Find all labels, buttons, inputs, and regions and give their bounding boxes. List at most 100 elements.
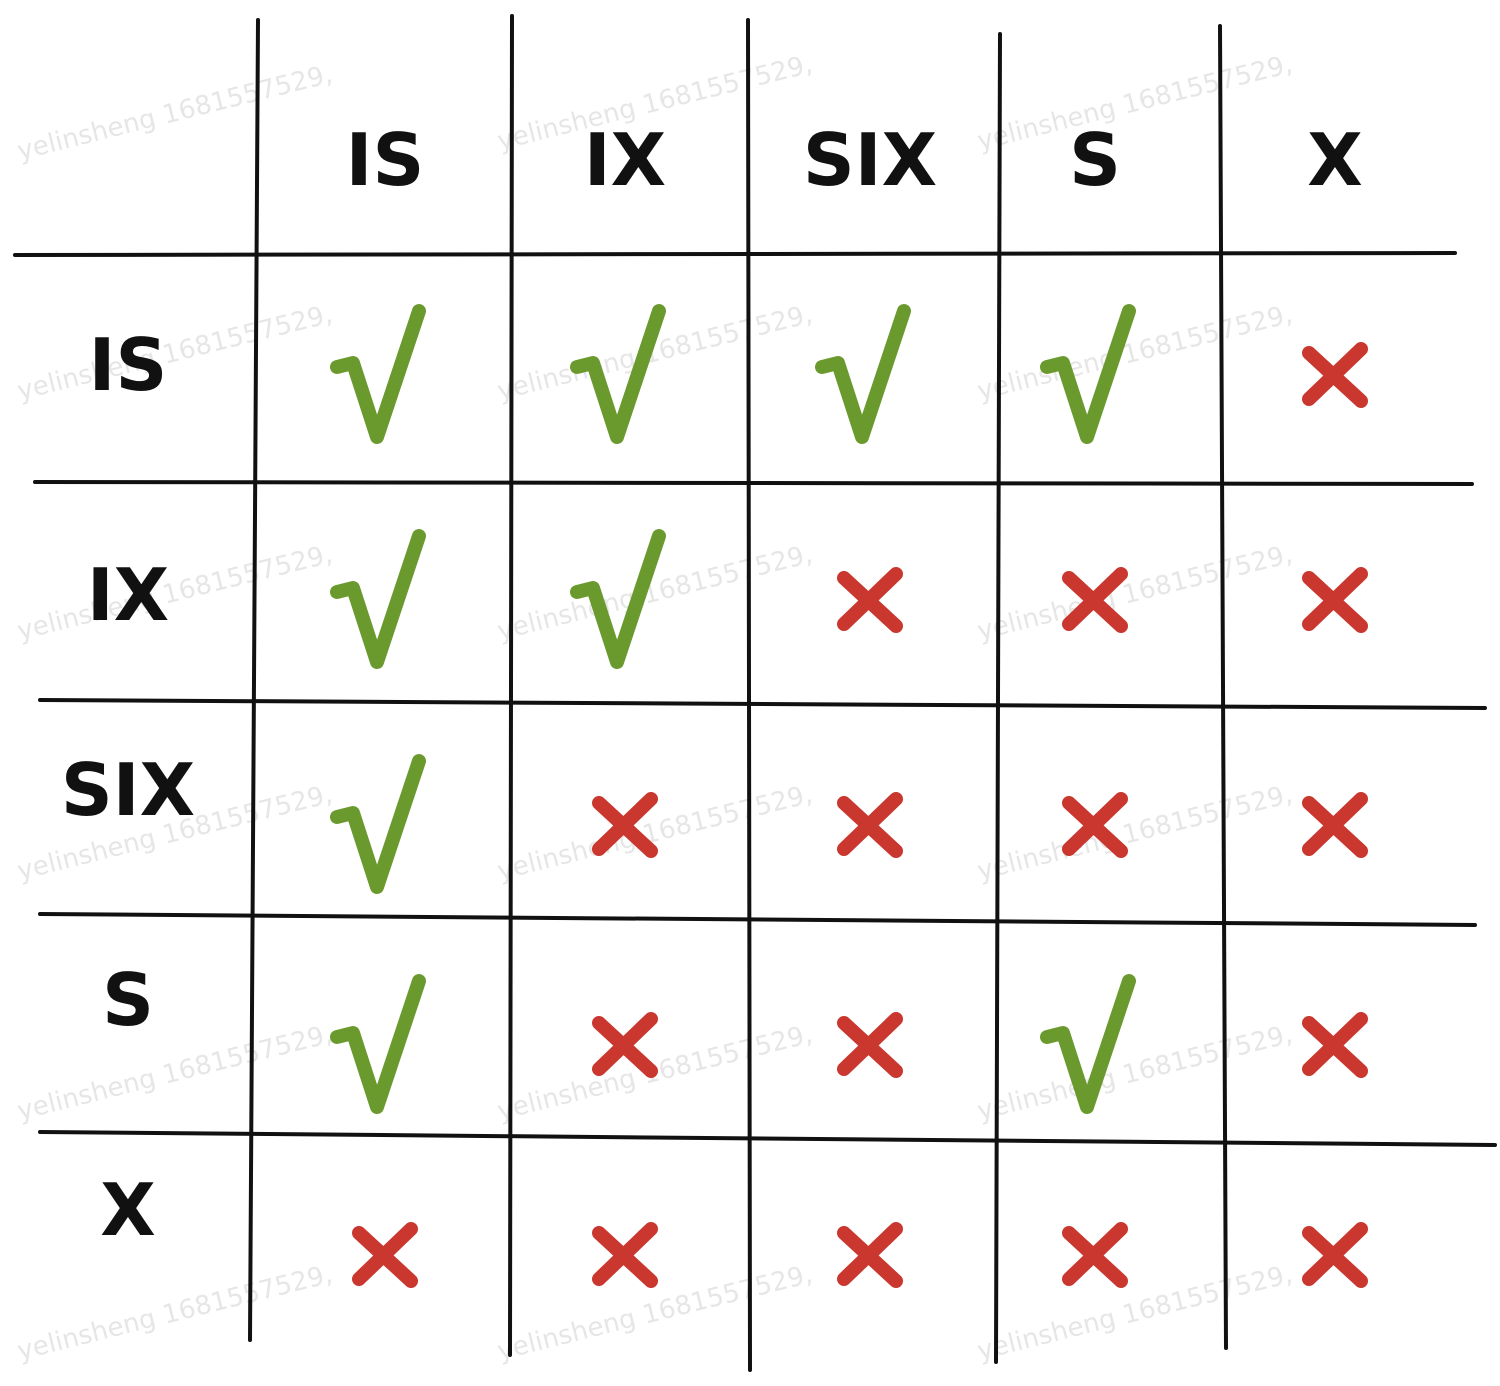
cross-icon xyxy=(837,792,903,858)
grid-line xyxy=(508,14,514,1357)
cross-stroke xyxy=(1302,792,1368,856)
watermark-text: yelinsheng 1681557529, xyxy=(974,1259,1295,1366)
matrix-cell xyxy=(592,1012,658,1078)
cross-icon xyxy=(1302,1012,1368,1078)
cross-stroke xyxy=(1302,1222,1368,1286)
row-header-is: IS xyxy=(89,323,168,407)
watermark-text: yelinsheng 1681557529, xyxy=(14,1259,335,1366)
watermark-text: yelinsheng 1681557529, xyxy=(974,1019,1295,1126)
cross-stroke xyxy=(837,567,903,631)
column-headers: IS IX SIX S X xyxy=(346,118,1363,202)
watermark-layer: yelinsheng 1681557529, yelinsheng 1681557… xyxy=(14,49,1295,1366)
matrix-cell xyxy=(352,1222,418,1288)
matrix-cell xyxy=(1302,342,1368,408)
matrix-cell xyxy=(330,974,426,1114)
matrix-cell xyxy=(570,304,666,444)
matrix-cell xyxy=(1062,567,1128,633)
matrix-cell xyxy=(592,792,658,858)
matrix-cell xyxy=(837,567,903,633)
matrix-cell xyxy=(1302,567,1368,633)
matrix-cell xyxy=(1302,792,1368,858)
cross-stroke xyxy=(837,792,903,856)
matrix-cells xyxy=(330,304,1368,1288)
grid-line xyxy=(13,251,1457,257)
check-icon xyxy=(815,304,911,444)
cross-icon xyxy=(1062,567,1128,633)
cross-stroke xyxy=(1062,567,1128,631)
cross-icon xyxy=(1302,567,1368,633)
matrix-cell xyxy=(1302,1012,1368,1078)
cross-icon xyxy=(1062,1222,1128,1288)
matrix-cell xyxy=(592,1222,658,1288)
watermark-text: yelinsheng 1681557529, xyxy=(14,299,335,406)
cross-icon xyxy=(1302,792,1368,858)
check-icon xyxy=(570,304,666,444)
cross-stroke xyxy=(1302,1012,1368,1076)
matrix-cell xyxy=(1040,974,1136,1114)
watermark-text: yelinsheng 1681557529, xyxy=(14,1019,335,1126)
column-header-ix: IX xyxy=(584,118,666,202)
watermark-text: yelinsheng 1681557529, xyxy=(974,779,1295,886)
matrix-cell xyxy=(570,529,666,669)
matrix-cell xyxy=(330,754,426,894)
matrix-cell xyxy=(815,304,911,444)
row-header-six: SIX xyxy=(61,748,195,832)
cross-stroke xyxy=(352,1222,418,1286)
cross-stroke xyxy=(1062,792,1128,856)
matrix-cell xyxy=(1062,1222,1128,1288)
check-icon xyxy=(1040,974,1136,1114)
column-header-x: X xyxy=(1307,118,1363,202)
matrix-cell xyxy=(837,1222,903,1288)
cross-icon xyxy=(592,1012,658,1078)
grid-line xyxy=(746,18,752,1372)
check-icon xyxy=(330,974,426,1114)
grid-line xyxy=(33,480,1474,486)
column-header-s: S xyxy=(1069,118,1121,202)
watermark-text: yelinsheng 1681557529, xyxy=(14,59,335,166)
grid-line xyxy=(38,912,1477,927)
matrix-cell xyxy=(1062,792,1128,858)
cross-icon xyxy=(1302,342,1368,408)
cross-stroke xyxy=(837,1222,903,1286)
grid-line xyxy=(38,1130,1497,1147)
cross-stroke xyxy=(592,1012,658,1076)
watermark-text: yelinsheng 1681557529, xyxy=(974,49,1295,156)
grid-line xyxy=(1218,24,1228,1350)
matrix-cell xyxy=(1302,1222,1368,1288)
grid-line xyxy=(248,18,260,1342)
grid-line xyxy=(994,32,1002,1364)
cross-stroke xyxy=(592,792,658,856)
matrix-cell xyxy=(330,529,426,669)
cross-stroke xyxy=(1062,1222,1128,1286)
check-icon xyxy=(1040,304,1136,444)
cross-icon xyxy=(837,1012,903,1078)
cross-stroke xyxy=(1302,342,1368,406)
column-header-six: SIX xyxy=(803,118,937,202)
watermark-text: yelinsheng 1681557529, xyxy=(14,539,335,646)
check-icon xyxy=(330,304,426,444)
matrix-cell xyxy=(837,1012,903,1078)
row-header-ix: IX xyxy=(87,553,169,637)
row-header-x: X xyxy=(100,1168,156,1252)
watermark-text: yelinsheng 1681557529, xyxy=(974,299,1295,406)
matrix-cell xyxy=(330,304,426,444)
matrix-cell xyxy=(837,792,903,858)
cross-icon xyxy=(352,1222,418,1288)
check-icon xyxy=(570,529,666,669)
matrix-cell xyxy=(1040,304,1136,444)
cross-icon xyxy=(592,1222,658,1288)
row-headers: IS IX SIX S X xyxy=(61,323,195,1252)
grid-line xyxy=(38,698,1487,710)
watermark-text: yelinsheng 1681557529, xyxy=(974,539,1295,646)
column-header-is: IS xyxy=(346,118,425,202)
check-icon xyxy=(330,754,426,894)
row-header-s: S xyxy=(102,958,154,1042)
cross-stroke xyxy=(837,1012,903,1076)
cross-icon xyxy=(1062,792,1128,858)
grid-lines xyxy=(13,14,1497,1372)
cross-icon xyxy=(837,567,903,633)
cross-stroke xyxy=(1302,567,1368,631)
cross-icon xyxy=(1302,1222,1368,1288)
cross-icon xyxy=(837,1222,903,1288)
